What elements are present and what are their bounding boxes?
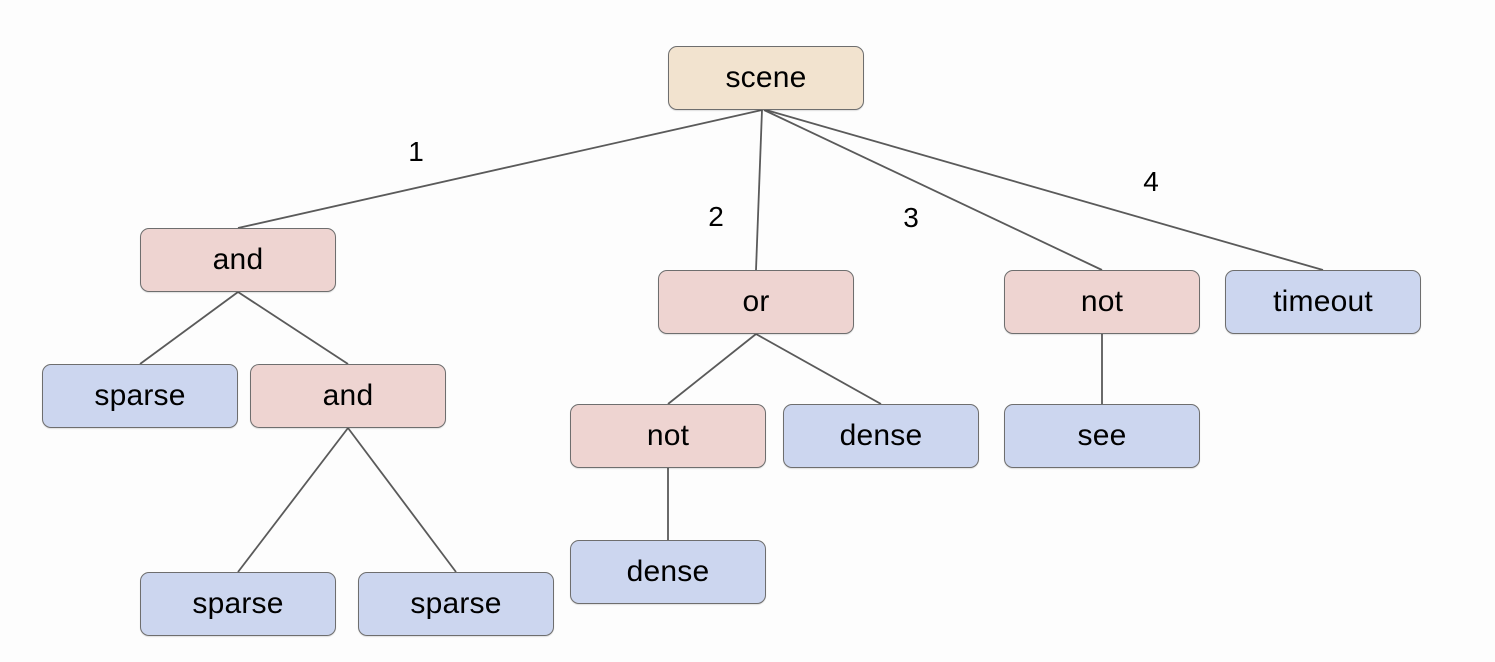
edge-scene-to-timeout1 [765, 109, 1324, 271]
node-label: and [322, 379, 374, 412]
edge-scene-to-and1 [237, 109, 763, 229]
edge-label-4: 4 [1143, 166, 1159, 197]
node-label: see [1077, 419, 1127, 452]
node-not2[interactable]: not [1004, 270, 1200, 334]
node-label: or [742, 285, 770, 318]
node-dense2[interactable]: dense [570, 540, 766, 604]
node-label: and [212, 243, 264, 276]
node-sparse1[interactable]: sparse [42, 364, 238, 428]
node-not1[interactable]: not [570, 404, 766, 468]
edge-scene-to-not2 [763, 109, 1103, 271]
edge-and2-to-sparse2 [237, 427, 349, 573]
node-timeout1[interactable]: timeout [1225, 270, 1421, 334]
node-see1[interactable]: see [1004, 404, 1200, 468]
node-label: not [646, 419, 690, 452]
node-and1[interactable]: and [140, 228, 336, 292]
edge-label-2: 2 [708, 201, 724, 232]
edge-label-3: 3 [903, 202, 919, 233]
node-sparse3[interactable]: sparse [358, 572, 554, 636]
node-label: not [1080, 285, 1124, 318]
edge-or1-to-not1 [667, 333, 757, 405]
node-scene[interactable]: scene [668, 46, 864, 110]
node-label: dense [626, 555, 710, 588]
edge-or1-to-dense1 [755, 333, 882, 405]
edge-scene-to-or1 [755, 109, 763, 271]
node-and2[interactable]: and [250, 364, 446, 428]
node-label: sparse [410, 587, 502, 620]
edge-and1-to-and2 [237, 291, 349, 365]
node-or1[interactable]: or [658, 270, 854, 334]
node-label: scene [725, 61, 807, 94]
node-label: sparse [94, 379, 186, 412]
node-label: timeout [1273, 285, 1373, 318]
node-label: sparse [192, 587, 284, 620]
edge-and1-to-sparse1 [139, 291, 239, 365]
node-label: dense [839, 419, 923, 452]
edge-and2-to-sparse3 [347, 427, 457, 573]
node-dense1[interactable]: dense [783, 404, 979, 468]
edge-label-1: 1 [408, 136, 424, 167]
node-sparse2[interactable]: sparse [140, 572, 336, 636]
